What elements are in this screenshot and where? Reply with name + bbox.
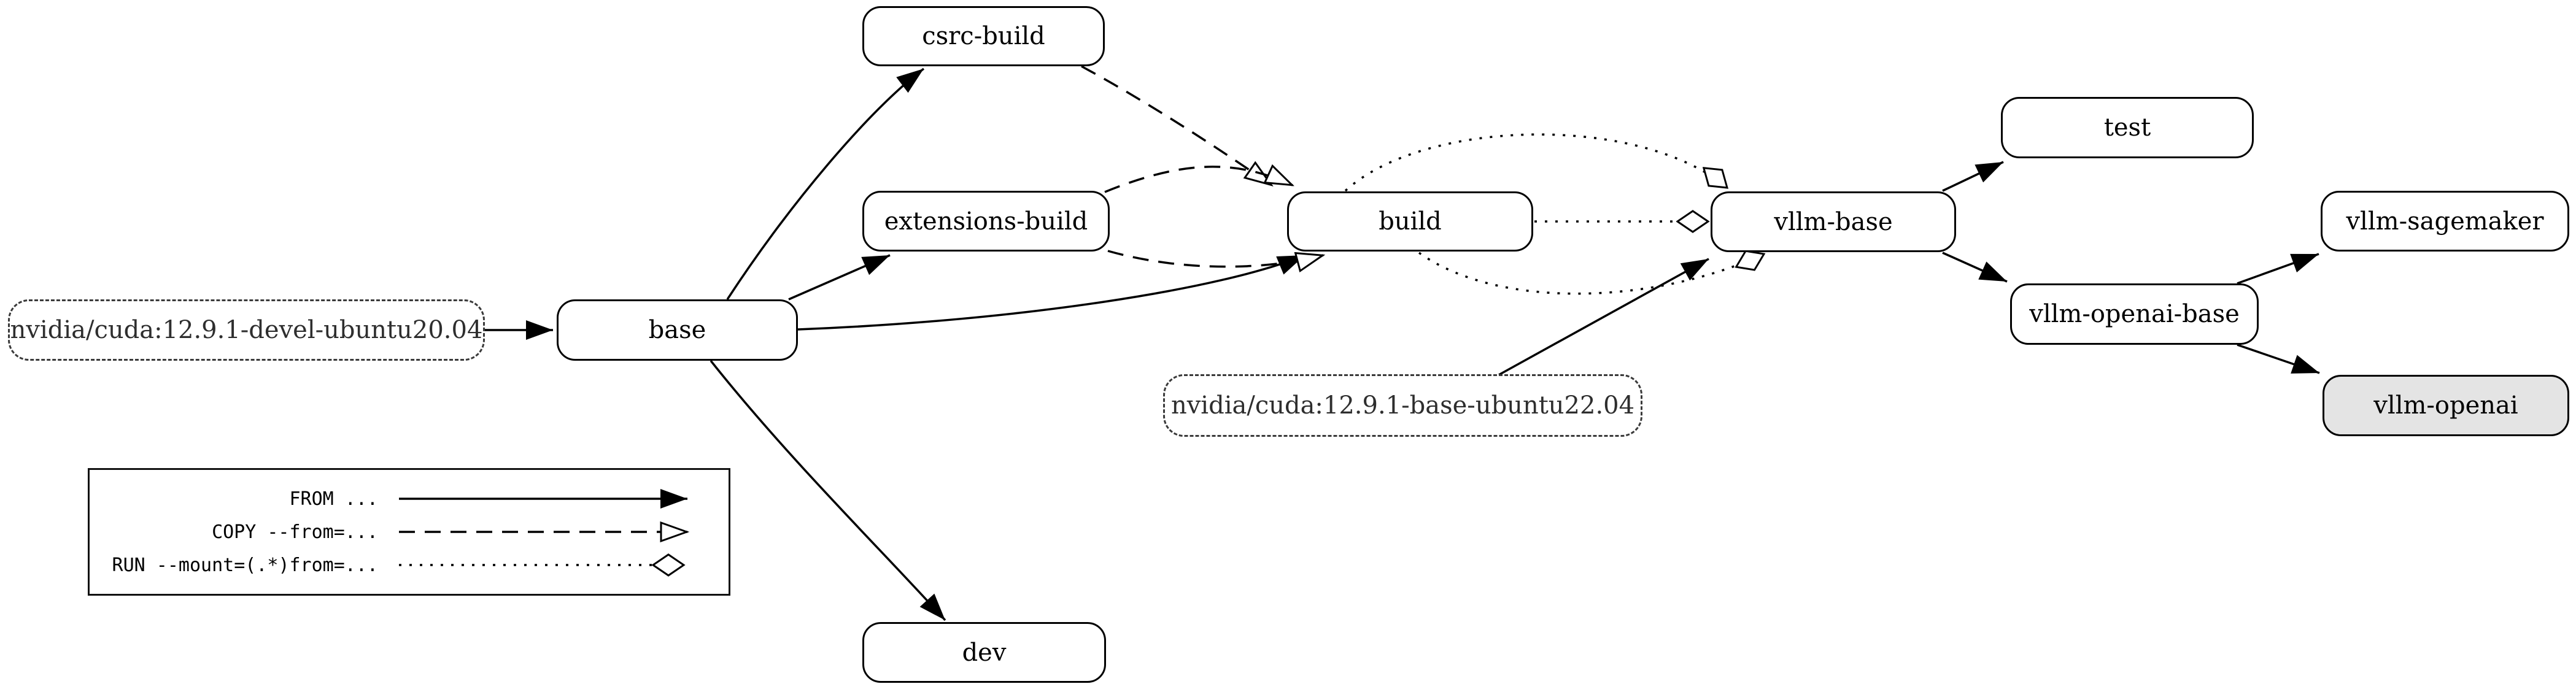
legend-copy-line-sample xyxy=(399,518,725,545)
node-vllm-base: vllm-base xyxy=(1711,191,1956,252)
edge-base-to-csrc-build xyxy=(726,67,925,300)
node-vllm-sagemaker: vllm-sagemaker xyxy=(2321,191,2569,252)
node-build-label: build xyxy=(1379,207,1442,236)
node-vllm-sagemaker-label: vllm-sagemaker xyxy=(2346,207,2544,236)
legend-copy-label: COPY --from=... xyxy=(212,521,378,543)
legend-row-from: FROM ... xyxy=(90,484,729,513)
node-image-cuda-devel: nvidia/cuda:12.9.1-devel-ubuntu20.04 xyxy=(8,299,485,361)
edge-extensions-build-to-build-upper xyxy=(1104,167,1293,193)
legend-run-mount-label: RUN --mount=(.*)from=... xyxy=(112,554,378,576)
node-vllm-openai-base-label: vllm-openai-base xyxy=(2029,300,2240,328)
edge-vllm-base-to-test xyxy=(1942,161,2004,192)
edge-imagebase-to-vllm-base xyxy=(1498,258,1709,376)
edge-extensions-build-to-build-lower xyxy=(1107,250,1323,267)
node-image-cuda-base-label: nvidia/cuda:12.9.1-base-ubuntu22.04 xyxy=(1170,391,1635,420)
legend-run-mount-line-sample xyxy=(399,552,725,579)
node-image-cuda-base: nvidia/cuda:12.9.1-base-ubuntu22.04 xyxy=(1163,374,1642,437)
edge-vllm-openai-base-to-vllm-sagemaker xyxy=(2237,253,2319,285)
node-vllm-openai-label: vllm-openai xyxy=(2373,391,2518,420)
edge-vllm-openai-base-to-vllm-openai xyxy=(2237,344,2320,374)
edge-csrc-build-to-build xyxy=(1081,65,1272,185)
node-vllm-openai: vllm-openai xyxy=(2323,375,2569,436)
node-test-label: test xyxy=(2103,113,2151,142)
node-base-label: base xyxy=(648,316,706,344)
node-image-cuda-devel-label: nvidia/cuda:12.9.1-devel-ubuntu20.04 xyxy=(10,316,483,344)
node-csrc-build-label: csrc-build xyxy=(922,22,1045,50)
edge-base-to-dev xyxy=(710,359,946,621)
node-extensions-build: extensions-build xyxy=(862,191,1110,252)
legend-row-copy: COPY --from=... xyxy=(90,517,729,547)
edge-build-to-vllm-base-lower-arc xyxy=(1418,253,1764,295)
node-build: build xyxy=(1287,191,1533,252)
node-dev: dev xyxy=(862,622,1106,683)
node-test: test xyxy=(2001,97,2254,158)
node-base: base xyxy=(557,299,798,361)
edge-vllm-base-to-vllm-openai-base xyxy=(1942,252,2008,283)
legend-from-label: FROM ... xyxy=(289,488,379,510)
edge-base-to-extensions-build xyxy=(788,254,891,301)
edge-build-to-vllm-base-upper-arc xyxy=(1344,133,1727,192)
node-extensions-build-label: extensions-build xyxy=(884,207,1088,236)
edge-base-to-build xyxy=(797,254,1305,331)
node-dev-label: dev xyxy=(962,638,1007,667)
legend-row-run-mount: RUN --mount=(.*)from=... xyxy=(90,550,729,580)
legend-box: FROM ... COPY --from=... RUN --mount=(.*… xyxy=(88,468,730,596)
legend-from-line-sample xyxy=(399,489,687,509)
node-csrc-build: csrc-build xyxy=(862,6,1105,66)
node-vllm-openai-base: vllm-openai-base xyxy=(2010,283,2259,345)
node-vllm-base-label: vllm-base xyxy=(1774,207,1893,236)
